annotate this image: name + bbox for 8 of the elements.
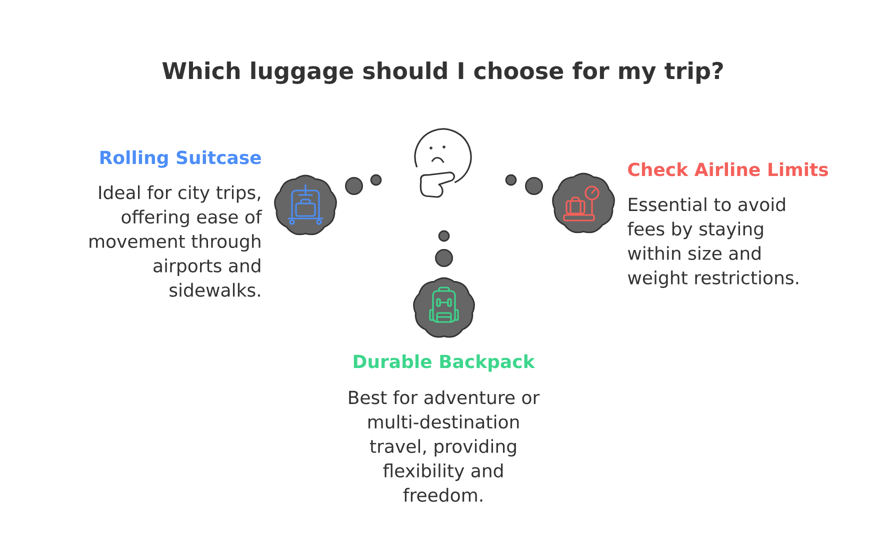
heading: Rolling Suitcase bbox=[100, 150, 261, 168]
thinking-face bbox=[414, 128, 472, 198]
description: Essential to avoid fees by staying within size and weight restrictions. bbox=[628, 197, 798, 288]
heading: Durable Backpack bbox=[354, 354, 536, 372]
description: Best for adventure or multi-destination travel, providing flexibility and freedom. bbox=[349, 390, 540, 502]
heading: Check Airline Limits bbox=[628, 162, 828, 176]
title: Which luggage should I choose for my trip? bbox=[162, 62, 723, 84]
description: Ideal for city trips, offering ease of movement through airports and sidewalks. bbox=[90, 185, 262, 297]
